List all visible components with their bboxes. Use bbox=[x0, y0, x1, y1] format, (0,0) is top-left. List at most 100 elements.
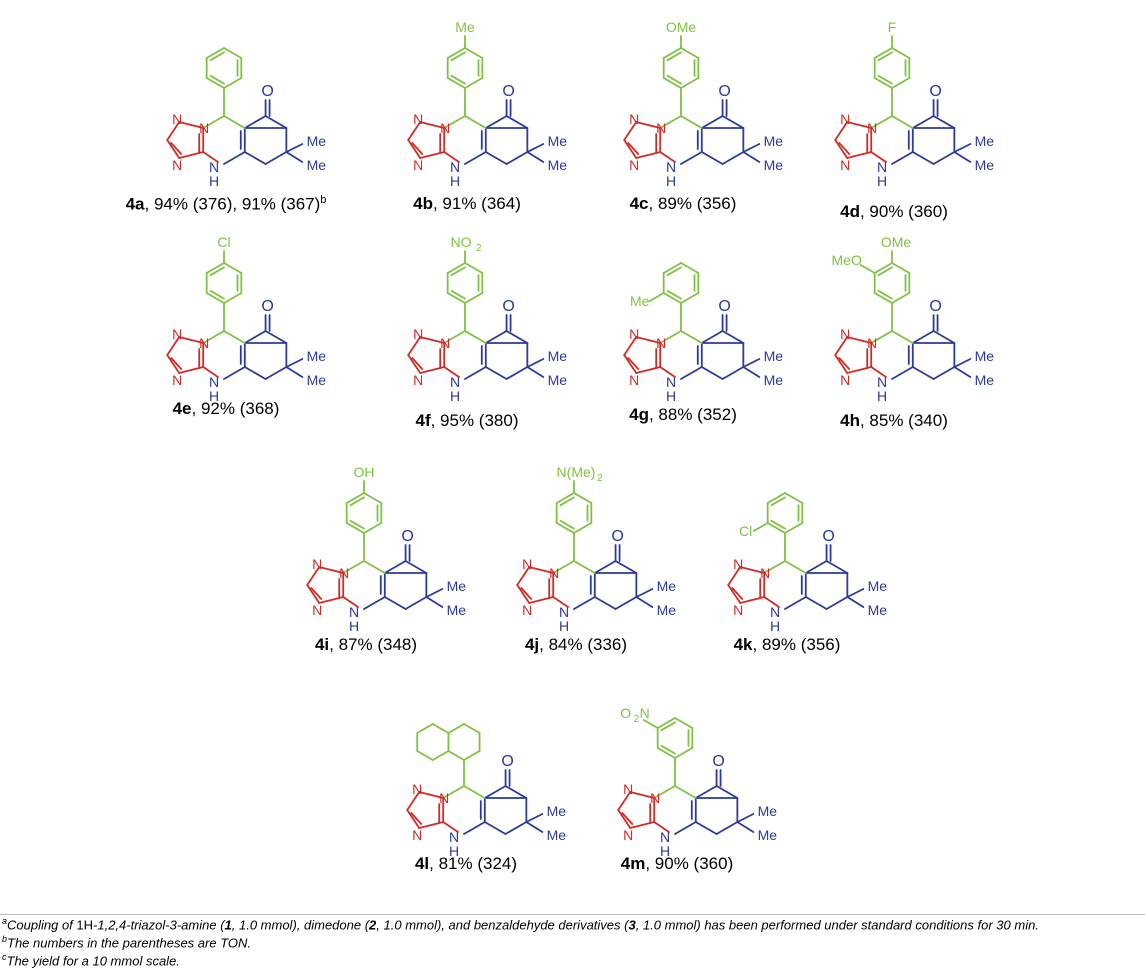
aryl-ring-bond bbox=[205, 47, 225, 59]
ring-bond bbox=[419, 121, 446, 129]
ring-bond bbox=[166, 354, 181, 374]
yield-text: , 95% (380) bbox=[430, 411, 519, 430]
nh-label: N bbox=[450, 159, 460, 175]
aryl-ring-bond bbox=[463, 723, 481, 734]
aryl-ring-bond bbox=[680, 292, 700, 304]
h-label: H bbox=[450, 173, 460, 189]
aryl-ring-bond bbox=[573, 492, 593, 504]
ring-bond bbox=[411, 357, 424, 370]
methyl-bond bbox=[525, 813, 544, 823]
aryl-ring-bond bbox=[464, 47, 484, 59]
caption-4k: 4k, 89% (356) bbox=[667, 635, 907, 655]
aryl-double-bond bbox=[877, 266, 893, 277]
methyl-bond bbox=[285, 143, 304, 153]
ring-bond bbox=[891, 115, 914, 129]
caption-4c: 4c, 89% (356) bbox=[563, 194, 803, 214]
oxygen-label: O bbox=[261, 83, 273, 100]
oxygen-label: O bbox=[261, 298, 273, 315]
aryl-ring-bond bbox=[431, 723, 450, 734]
meta-methoxy-label: MeO bbox=[832, 252, 862, 268]
compound-id: 4j bbox=[524, 635, 540, 654]
para-dimethylamino-subscript: 2 bbox=[597, 473, 603, 484]
n-label: N bbox=[650, 790, 660, 806]
ring-bond bbox=[653, 821, 670, 833]
ring-bond bbox=[411, 142, 424, 155]
h-label: H bbox=[877, 388, 887, 404]
n-label: N bbox=[172, 111, 182, 127]
ring-bond bbox=[483, 821, 507, 835]
ring-bond bbox=[627, 142, 640, 155]
compound-id: 4h bbox=[840, 411, 860, 430]
ring-bond bbox=[170, 142, 183, 155]
compound-id: 4d bbox=[840, 202, 860, 221]
methyl-bond bbox=[285, 151, 304, 163]
ring-bond bbox=[383, 596, 407, 610]
aryl-ring-bond bbox=[416, 750, 434, 761]
aryl-ring-bond bbox=[656, 717, 676, 729]
ring-bond bbox=[528, 566, 555, 574]
ring-bond bbox=[870, 115, 893, 129]
methyl-label: Me bbox=[764, 372, 784, 388]
ring-bond bbox=[614, 596, 638, 610]
ortho-methyl-label: Me bbox=[630, 293, 650, 309]
methyl-bond bbox=[742, 366, 761, 378]
methyl-bond bbox=[846, 588, 865, 598]
h-label: H bbox=[209, 173, 219, 189]
ring-bond bbox=[932, 330, 956, 344]
n-label: N bbox=[172, 157, 182, 173]
methyl-label: Me bbox=[548, 348, 568, 364]
aryl-ring-bond bbox=[464, 292, 484, 304]
ring-bond bbox=[202, 366, 219, 378]
methyl-bond bbox=[742, 358, 761, 368]
aryl-double-bond bbox=[209, 74, 225, 85]
yield-text: , 84% (336) bbox=[539, 635, 628, 654]
aryl-double-bond bbox=[666, 51, 682, 62]
meta-nitro-label: O bbox=[620, 705, 631, 721]
methyl-bond bbox=[526, 151, 545, 163]
aryl-double-bond bbox=[877, 289, 893, 300]
n-label: N bbox=[412, 827, 422, 843]
aryl-ring-bond bbox=[873, 77, 893, 89]
aryl-double-bond bbox=[770, 496, 786, 507]
nh-label: N bbox=[209, 159, 219, 175]
aryl-ring-bond bbox=[446, 262, 466, 274]
compound-id: 4i bbox=[314, 635, 330, 654]
aryl-ring-bond bbox=[446, 292, 466, 304]
yield-text: , 92% (368) bbox=[191, 399, 280, 418]
ring-bond bbox=[623, 336, 638, 356]
methyl-label: Me bbox=[548, 133, 568, 149]
para-nitro-label: NO bbox=[451, 234, 472, 250]
aryl-ring-bond bbox=[766, 522, 786, 534]
substituent-bond bbox=[642, 719, 659, 729]
caption-4m: 4m, 90% (360) bbox=[557, 854, 797, 874]
caption-4b: 4b, 91% (364) bbox=[347, 194, 587, 214]
footnote-divider bbox=[0, 914, 1145, 915]
ring-bond bbox=[834, 336, 849, 356]
aryl-double-bond bbox=[877, 51, 893, 62]
ring-bond bbox=[932, 151, 956, 165]
n-label: N bbox=[629, 157, 639, 173]
aryl-ring-bond bbox=[223, 292, 243, 304]
para-fluoro-label: F bbox=[888, 19, 897, 35]
aryl-ring-bond bbox=[223, 262, 243, 274]
ring-bond bbox=[763, 560, 786, 574]
ring-bond bbox=[784, 560, 807, 574]
methyl-label: Me bbox=[307, 133, 327, 149]
ring-bond bbox=[306, 584, 321, 604]
aryl-ring-bond bbox=[891, 77, 911, 89]
ring-bond bbox=[407, 354, 422, 374]
ring-bond bbox=[870, 366, 887, 378]
ring-bond bbox=[891, 330, 914, 344]
nh-label: N bbox=[449, 829, 459, 845]
methyl-bond bbox=[285, 358, 304, 368]
ring-bond bbox=[504, 821, 528, 835]
ring-bond bbox=[891, 366, 914, 380]
compound-id: 4m bbox=[620, 854, 646, 873]
